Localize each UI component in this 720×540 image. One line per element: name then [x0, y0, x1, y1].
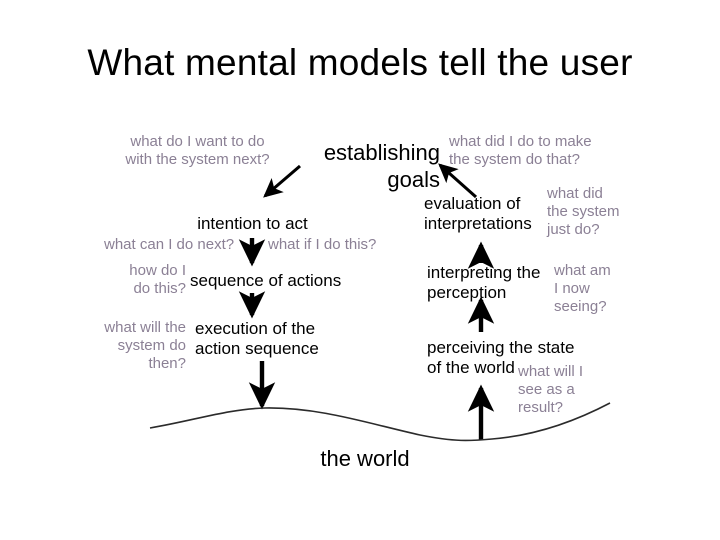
- arrow-goals-to-intention: [263, 164, 302, 198]
- question-how-do-i-do-this: how do I do this?: [129, 262, 186, 297]
- question-what-did-the-system-just-do: what did the system just do?: [547, 185, 620, 238]
- question-what-if-i-do-this: what if I do this?: [268, 236, 377, 253]
- label-the-world: the world: [320, 446, 410, 471]
- arrow-evaluation-to-goals: [438, 163, 478, 199]
- stage-execution-of-the-action-sequence: execution of the action sequence: [195, 319, 319, 358]
- question-what-do-i-want-to-do: what do I want to do with the system nex…: [125, 133, 270, 168]
- stage-perceiving-the-state-of-the-world: perceiving the state of the world: [427, 338, 575, 377]
- world-wave-line: [149, 402, 611, 442]
- question-what-can-i-do-next: what can I do next?: [104, 236, 235, 253]
- stage-sequence-of-actions: sequence of actions: [190, 271, 342, 290]
- stage-interpreting-the-perception: interpreting the perception: [427, 263, 541, 302]
- stage-establishing-goals: establishing goals: [323, 140, 440, 192]
- question-what-did-i-do-to-make: what did I do to make the system do that…: [449, 133, 592, 168]
- question-what-will-i-see-as-a-result: what will I see as a result?: [518, 363, 584, 416]
- page-title: What mental models tell the user: [87, 42, 633, 83]
- question-what-am-i-now-seeing: what am I now seeing?: [554, 262, 611, 315]
- slide-footer: U. PORTO FC IPM 15/16 – T1.7 - Mental Mo…: [0, 484, 720, 540]
- question-what-will-the-system-do-then: what will the system do then?: [104, 319, 186, 372]
- stage-evaluation-of-interpretations: evaluation of interpretations: [424, 194, 532, 233]
- stage-intention-to-act: intention to act: [197, 214, 308, 233]
